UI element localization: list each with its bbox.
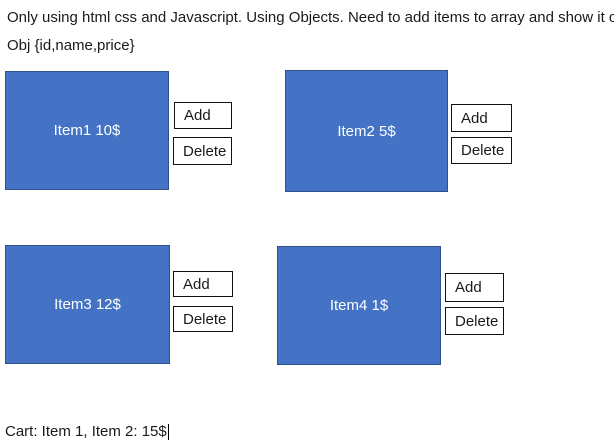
delete-button-item4[interactable]: Delete: [445, 307, 504, 335]
delete-button-item2[interactable]: Delete: [451, 137, 512, 164]
item-label-2: Item2 5$: [337, 122, 396, 140]
intro-text: Only using html css and Javascript. Usin…: [7, 9, 614, 26]
cart-status-text: Cart: Item 1, Item 2: 15$: [5, 423, 167, 440]
delete-button-item1[interactable]: Delete: [173, 137, 232, 165]
add-button-item2[interactable]: Add: [451, 104, 512, 132]
item-label-4: Item4 1$: [329, 297, 389, 314]
delete-button-item3[interactable]: Delete: [173, 306, 233, 332]
add-button-item4[interactable]: Add: [445, 273, 504, 302]
object-shape-note: Obj {id,name,price}: [7, 37, 135, 54]
item-card-1: Item1 10$: [5, 71, 169, 190]
item-label-3: Item3 12$: [54, 296, 121, 313]
item-card-4: Item4 1$: [277, 246, 441, 365]
cart-status: Cart: Item 1, Item 2: 15$: [5, 423, 169, 440]
item-label-1: Item1 10$: [53, 122, 121, 139]
item-card-2: Item2 5$: [285, 70, 448, 192]
add-button-item1[interactable]: Add: [174, 102, 232, 129]
add-button-item3[interactable]: Add: [173, 271, 233, 297]
text-cursor: [167, 424, 169, 440]
item-card-3: Item3 12$: [5, 245, 170, 364]
